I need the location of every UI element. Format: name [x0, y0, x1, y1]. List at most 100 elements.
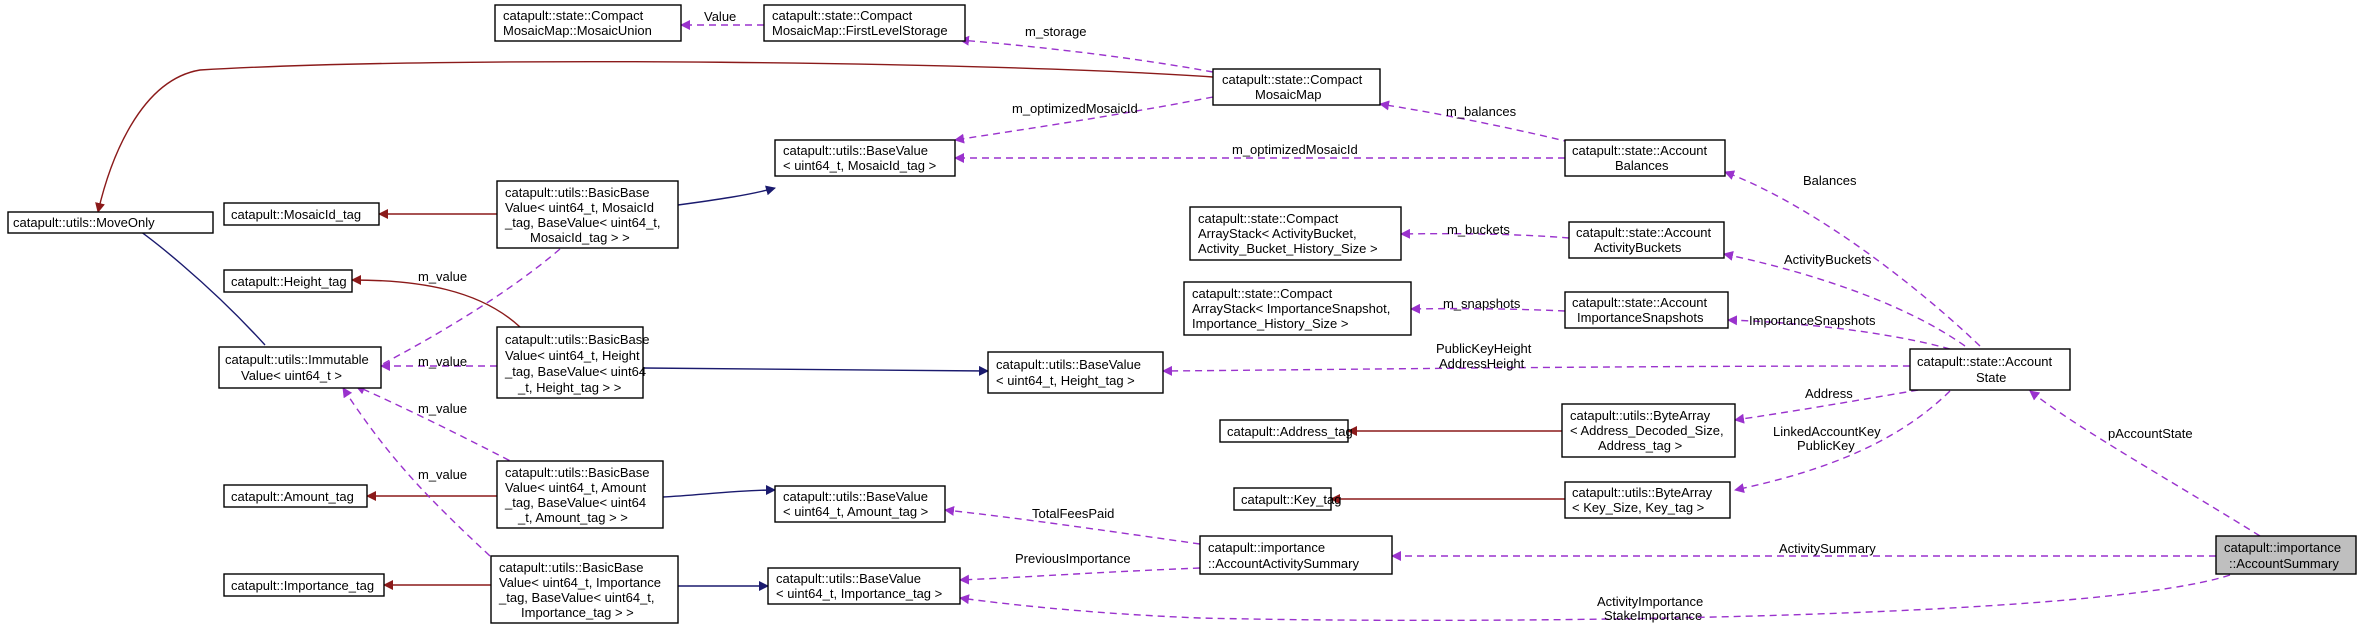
edge-label-m-optimized-mosaic-id-1: m_optimizedMosaicId [1012, 101, 1138, 116]
node-line: catapult::importance [1208, 540, 1325, 555]
edge-basicbase-height-to-basevalue-height [642, 365, 989, 376]
node-account-importance-snapshots[interactable]: catapult::state::Account ImportanceSnaps… [1564, 291, 1729, 329]
edge-label-m-value-importance: m_value [418, 467, 467, 482]
edge-label-m-buckets: m_buckets [1447, 222, 1510, 237]
node-line: ImportanceSnapshots [1577, 310, 1704, 325]
node-line: _tag, BaseValue< uint64_t, [498, 590, 655, 605]
node-line: catapult::utils::MoveOnly [13, 215, 155, 230]
edge-label-stake-importance: StakeImportance [1604, 608, 1702, 623]
node-line: catapult::state::Account [1572, 143, 1708, 158]
edge-activitysummary-to-basevalue-importance [959, 567, 1201, 585]
node-line: Value< uint64_t > [241, 368, 342, 383]
node-basic-base-mosaic[interactable]: catapult::utils::BasicBase Value< uint64… [496, 180, 679, 249]
node-amount-tag[interactable]: catapult::Amount_tag [223, 484, 368, 508]
node-line: catapult::utils::BaseValue [783, 489, 928, 504]
edge-label-previous-importance: PreviousImportance [1015, 551, 1131, 566]
node-line: catapult::state::Account [1576, 225, 1712, 240]
edge-basicbase-amount-to-basevalue-amount [662, 485, 776, 498]
node-basic-base-importance[interactable]: catapult::utils::BasicBase Value< uint64… [490, 555, 679, 624]
node-line: State [1976, 370, 2006, 385]
node-account-summary[interactable]: catapult::importance ::AccountSummary [2215, 535, 2357, 575]
node-account-state[interactable]: catapult::state::Account State [1909, 348, 2071, 391]
node-line: catapult::Importance_tag [231, 578, 374, 593]
node-line: catapult::state::Compact [1192, 286, 1333, 301]
node-line: catapult::state::Compact [503, 8, 644, 23]
edge-basicbase-importance-to-immutable [342, 387, 491, 557]
node-line: catapult::state::Compact [772, 8, 913, 23]
node-key-tag[interactable]: catapult::Key_tag [1233, 487, 1341, 511]
edge-compactmosaicmap-to-firstlevelstorage [959, 35, 1214, 73]
node-move-only[interactable]: catapult::utils::MoveOnly [7, 211, 214, 234]
node-line: _t, Amount_tag > > [517, 510, 628, 525]
edge-basicbase-amount-to-immutable [355, 385, 521, 467]
edge-label-p-account-state: pAccountState [2108, 426, 2193, 441]
edge-compactmosaicmap-to-moveonly [95, 60, 1214, 213]
edge-accountstate-to-basevalue-height [1162, 365, 1911, 376]
edge-basicbase-mosaic-to-basevalue-mosaic [677, 185, 776, 206]
node-line: catapult::utils::BaseValue [776, 571, 921, 586]
node-line: catapult::utils::Immutable [225, 352, 369, 367]
node-line: ::AccountActivitySummary [1208, 556, 1359, 571]
node-line: catapult::utils::BaseValue [783, 143, 928, 158]
edge-label-activity-importance: ActivityImportance [1597, 594, 1703, 609]
node-line: < Key_Size, Key_tag > [1572, 500, 1704, 515]
node-base-value-mosaic[interactable]: catapult::utils::BaseValue < uint64_t, M… [774, 139, 956, 177]
node-immutable-value[interactable]: catapult::utils::Immutable Value< uint64… [218, 346, 382, 389]
node-line: catapult::state::Account [1917, 354, 2053, 369]
node-line: < uint64_t, Amount_tag > [783, 504, 928, 519]
node-line: ArrayStack< ImportanceSnapshot, [1192, 301, 1390, 316]
node-line: ::AccountSummary [2229, 556, 2339, 571]
edge-basicbase-height-to-height-tag [351, 275, 521, 328]
edge-compactmosaicmap-to-basevalue-mosaic [954, 96, 1214, 144]
node-line: ActivityBuckets [1594, 240, 1682, 255]
node-line: Address_tag > [1598, 438, 1682, 453]
node-account-balances[interactable]: catapult::state::Account Balances [1564, 139, 1726, 177]
node-first-level-storage[interactable]: catapult::state::Compact MosaicMap::Firs… [763, 4, 966, 42]
node-line: < uint64_t, Importance_tag > [776, 586, 942, 601]
node-byte-array-address[interactable]: catapult::utils::ByteArray < Address_Dec… [1561, 403, 1736, 458]
node-line: catapult::state::Account [1572, 295, 1708, 310]
node-line: < uint64_t, Height_tag > [996, 373, 1135, 388]
node-line: _tag, BaseValue< uint64_t, [504, 215, 661, 230]
node-line: MosaicMap [1255, 87, 1321, 102]
edge-accountsummary-to-basevalue-importance [959, 574, 2231, 622]
edge-accountstate-to-activitybuckets [1723, 250, 1966, 347]
node-account-activity-summary[interactable]: catapult::importance ::AccountActivitySu… [1199, 535, 1393, 575]
edge-label-public-key-height: PublicKeyHeight [1436, 341, 1532, 356]
node-basic-base-height[interactable]: catapult::utils::BasicBase Value< uint64… [496, 326, 650, 399]
node-line: _tag, BaseValue< uint64 [504, 495, 646, 510]
node-importance-tag[interactable]: catapult::Importance_tag [223, 573, 385, 597]
edge-label-m-value-amount: m_value [418, 401, 467, 416]
edge-importancesnapshots-to-arraystack-importance [1410, 303, 1566, 314]
edge-label-activity-buckets: ActivityBuckets [1784, 252, 1872, 267]
node-basic-base-amount[interactable]: catapult::utils::BasicBase Value< uint64… [496, 460, 664, 529]
edge-label-total-fees-paid: TotalFeesPaid [1032, 506, 1114, 521]
node-line: catapult::utils::BasicBase [505, 185, 650, 200]
node-base-value-amount[interactable]: catapult::utils::BaseValue < uint64_t, A… [774, 485, 946, 523]
edge-label-importance-snapshots: ImportanceSnapshots [1749, 313, 1876, 328]
edge-label-address-height: AddressHeight [1439, 356, 1525, 371]
edge-label-linked-account-key: LinkedAccountKey [1773, 424, 1881, 439]
node-address-tag[interactable]: catapult::Address_tag [1219, 419, 1353, 443]
node-line: catapult::MosaicId_tag [231, 207, 361, 222]
node-mosaic-id-tag[interactable]: catapult::MosaicId_tag [223, 202, 380, 226]
edge-label-m-value-height: m_value [418, 354, 467, 369]
node-compact-mosaic-map[interactable]: catapult::state::Compact MosaicMap [1212, 68, 1381, 106]
node-line: catapult::utils::BaseValue [996, 357, 1141, 372]
edge-label-m-storage: m_storage [1025, 24, 1086, 39]
node-byte-array-key[interactable]: catapult::utils::ByteArray < Key_Size, K… [1564, 481, 1731, 519]
node-base-value-height[interactable]: catapult::utils::BaseValue < uint64_t, H… [987, 351, 1164, 394]
node-array-stack-activity[interactable]: catapult::state::Compact ArrayStack< Act… [1189, 206, 1402, 261]
node-line: Value< uint64_t, Amount [505, 480, 646, 495]
edge-accountstate-to-importancesnapshots [1727, 315, 1951, 350]
node-mosaic-union[interactable]: catapult::state::Compact MosaicMap::Mosa… [494, 4, 682, 42]
node-base-value-importance[interactable]: catapult::utils::BaseValue < uint64_t, I… [767, 567, 961, 605]
edge-accountstate-to-bytearray-key [1734, 390, 1951, 494]
node-height-tag[interactable]: catapult::Height_tag [223, 269, 353, 293]
node-array-stack-importance[interactable]: catapult::state::Compact ArrayStack< Imp… [1183, 281, 1412, 336]
edge-activitybuckets-to-arraystack-activity [1400, 228, 1570, 239]
node-account-activity-buckets[interactable]: catapult::state::Account ActivityBuckets [1568, 221, 1725, 259]
node-line: catapult::Amount_tag [231, 489, 354, 504]
node-line: catapult::utils::BasicBase [505, 465, 650, 480]
